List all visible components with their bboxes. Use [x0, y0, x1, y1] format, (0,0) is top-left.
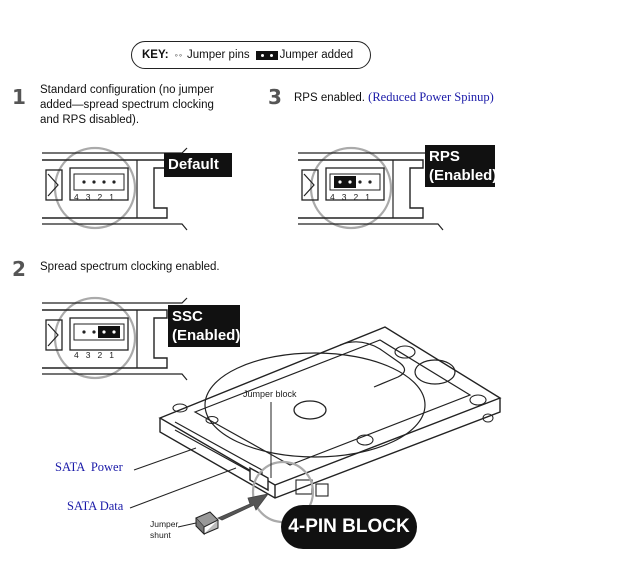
connector-ssc: [41, 296, 188, 381]
pin-number: 4: [74, 192, 86, 202]
badge-rps-line: RPS: [429, 148, 460, 165]
jumper-shunt-label: Jumper shunt: [150, 519, 178, 541]
badge-default: Default: [164, 153, 232, 177]
jumper-shunt-label-line: Jumper: [150, 519, 179, 529]
connector-default: [41, 146, 188, 231]
config-2-caption: Spread spectrum clocking enabled.: [40, 261, 220, 273]
key-pins-text: Jumper pins: [187, 49, 250, 61]
pin-number: 1: [109, 192, 121, 202]
key-added-text: Jumper added: [279, 49, 354, 61]
pin-numbers-ssc: 4321: [74, 350, 121, 360]
config-3-number: 3: [268, 85, 282, 109]
config-1-caption-line: and RPS disabled).: [40, 114, 140, 126]
sata-power-label: SATA Power: [55, 460, 123, 474]
pin-number: 2: [97, 350, 110, 360]
badge-ssc-line: (Enabled): [172, 327, 241, 344]
insert-arrow-icon: [217, 493, 269, 521]
sata-data-pointer: [129, 467, 237, 509]
config-1-number: 1: [12, 85, 26, 109]
pin-number: 4: [74, 350, 86, 360]
config-3-caption: RPS enabled. (Reduced Power Spinup): [294, 90, 494, 106]
sata-power-pointer: [133, 447, 197, 471]
badge-ssc: SSC (Enabled): [168, 305, 240, 347]
key-legend: KEY: ◦◦ Jumper pins Jumper added: [131, 41, 371, 69]
pin-numbers-rps: 4321: [330, 192, 377, 202]
jumper-pins-icon: ◦◦: [174, 50, 184, 60]
hard-drive-illustration: [158, 326, 502, 499]
config-1-caption: Standard configuration (no jumper added—…: [40, 83, 214, 128]
badge-default-line: Default: [168, 156, 219, 173]
pin-number: 1: [365, 192, 377, 202]
sata-data-label: SATA Data: [67, 499, 124, 513]
config-2-number: 2: [12, 257, 26, 281]
jumper-shunt-label-line: shunt: [150, 530, 171, 540]
pin-number: 2: [353, 192, 366, 202]
jumper-block-label: Jumper block: [243, 389, 297, 399]
four-pin-block-label: 4-PIN BLOCK: [281, 505, 417, 549]
pin-number: 1: [109, 350, 121, 360]
jumper-shunt-icon: [177, 511, 219, 536]
connector-rps: [297, 146, 444, 231]
pin-number: 3: [341, 192, 354, 202]
config-1-caption-line: Standard configuration (no jumper: [40, 84, 214, 96]
jumper-added-icon: [255, 50, 278, 60]
badge-rps-line: (Enabled): [429, 167, 498, 184]
pin-number: 3: [85, 192, 98, 202]
config-3-extra: (Reduced Power Spinup): [368, 90, 494, 104]
pin-number: 2: [97, 192, 110, 202]
pin-number: 3: [85, 350, 98, 360]
badge-ssc-line: SSC: [172, 308, 203, 325]
pin-numbers-default: 4321: [74, 192, 121, 202]
key-label: KEY:: [142, 49, 169, 61]
config-1-caption-line: added—spread spectrum clocking: [40, 99, 214, 111]
pin-number: 4: [330, 192, 342, 202]
config-3-text: RPS enabled.: [294, 92, 365, 104]
badge-rps: RPS (Enabled): [425, 145, 498, 187]
